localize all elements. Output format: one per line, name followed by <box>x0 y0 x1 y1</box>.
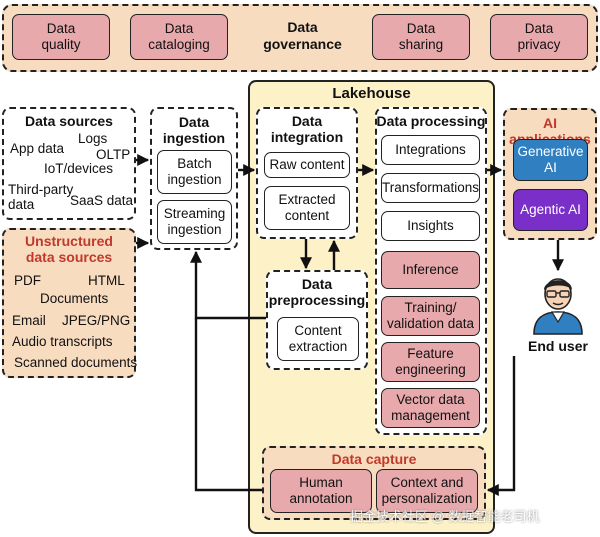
data-processing-title: Data processing <box>376 113 486 129</box>
unstructured-audio-transcripts: Audio transcripts <box>12 334 113 349</box>
insights-box[interactable]: Insights <box>381 211 480 241</box>
arrow-capture-to-ingestion <box>194 318 262 492</box>
unstructured-sources-region <box>2 228 136 378</box>
data-sources-title: Data sources <box>25 113 113 129</box>
integrations-box[interactable]: Integrations <box>381 135 480 165</box>
data-sources-region <box>2 107 136 220</box>
source-third-party: Third-party data <box>8 182 74 212</box>
source-iot-devices: IoT/devices <box>44 161 114 176</box>
lakehouse-title: Lakehouse <box>332 85 411 102</box>
watermark-text: 掘金技术社区 @ 数据智能老司机 <box>350 509 540 524</box>
arrow-preprocessing-to-ingestion <box>190 250 266 320</box>
data-privacy-box[interactable]: Data privacy <box>490 14 588 60</box>
extracted-content-box[interactable]: Extracted content <box>264 186 350 230</box>
data-governance-title: Data governance <box>263 19 342 52</box>
vector-data-management-box[interactable]: Vector data management <box>381 388 480 428</box>
training-validation-data-box[interactable]: Training/ validation data <box>381 296 480 336</box>
unstructured-email: Email <box>12 313 46 328</box>
source-logs: Logs <box>78 131 108 146</box>
generative-ai-box[interactable]: Generative AI <box>513 139 588 181</box>
end-user-label: End user <box>528 338 588 354</box>
unstructured-sources-title: Unstructured data sources <box>25 233 113 265</box>
data-integration-title: Data integration <box>270 113 344 145</box>
data-sharing-box[interactable]: Data sharing <box>372 14 470 60</box>
batch-ingestion-box[interactable]: Batch ingestion <box>157 150 232 194</box>
unstructured-html: HTML <box>88 273 125 288</box>
arrow-end-user-to-capture <box>486 356 516 496</box>
feature-engineering-box[interactable]: Feature engineering <box>381 342 480 382</box>
context-personalization-box[interactable]: Context and personalization <box>376 469 478 513</box>
streaming-ingestion-box[interactable]: Streaming ingestion <box>157 200 232 244</box>
data-quality-box[interactable]: Data quality <box>12 14 110 60</box>
unstructured-jpeg-png: JPEG/PNG <box>62 313 131 328</box>
transformations-box[interactable]: Transformations <box>381 173 480 203</box>
inference-box[interactable]: Inference <box>381 251 480 289</box>
unstructured-scanned-documents: Scanned documents <box>14 355 138 370</box>
data-capture-title: Data capture <box>331 451 417 467</box>
human-annotation-box[interactable]: Human annotation <box>270 469 372 513</box>
data-preprocessing-title: Data preprocessing <box>268 276 366 308</box>
data-cataloging-box[interactable]: Data cataloging <box>130 14 228 60</box>
unstructured-documents: Documents <box>40 291 109 306</box>
source-app-data: App data <box>10 141 65 156</box>
agentic-ai-box[interactable]: Agentic AI <box>513 189 588 231</box>
raw-content-box[interactable]: Raw content <box>264 152 350 178</box>
source-saas-data: SaaS data <box>70 193 134 208</box>
source-oltp: OLTP <box>96 147 131 162</box>
content-extraction-box[interactable]: Content extraction <box>277 317 359 361</box>
unstructured-pdf: PDF <box>14 273 41 288</box>
data-ingestion-title: Data ingestion <box>162 114 226 146</box>
end-user-icon <box>533 278 583 335</box>
